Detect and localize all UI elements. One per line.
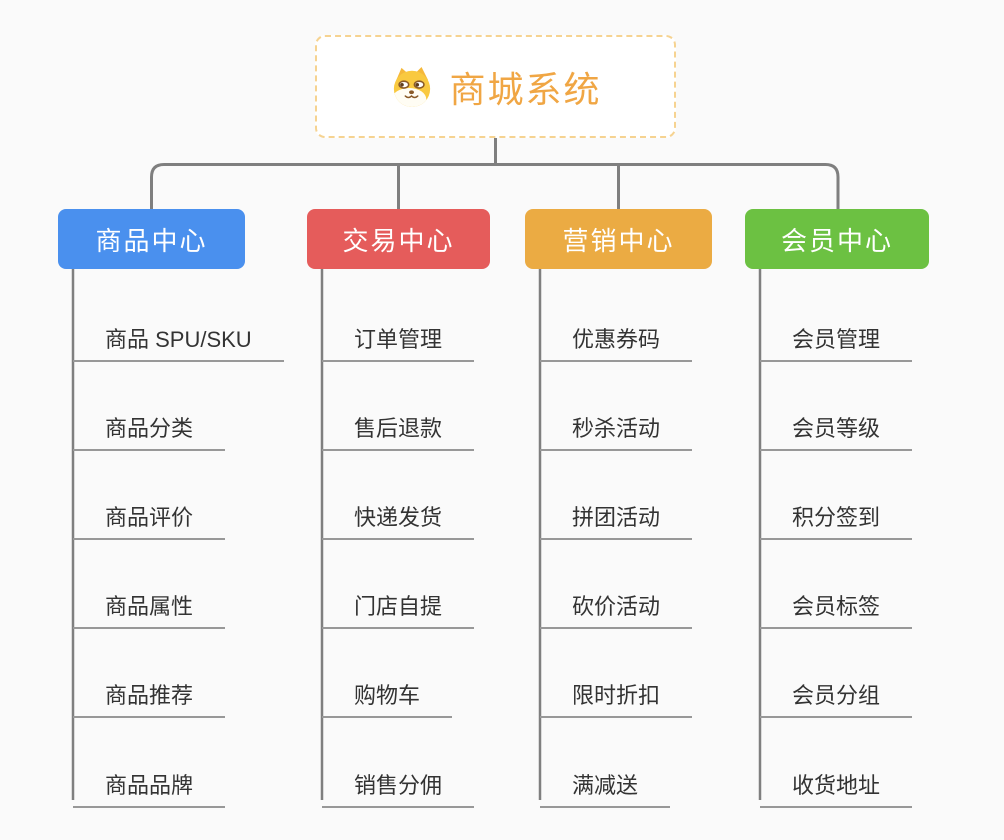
- topic-item[interactable]: 优惠券码: [540, 310, 693, 362]
- topic-item[interactable]: 商品评价: [73, 488, 226, 540]
- topic-item[interactable]: 销售分佣: [322, 756, 475, 808]
- topic-item[interactable]: 会员等级: [760, 399, 913, 451]
- topic-item[interactable]: 门店自提: [322, 577, 475, 629]
- topic-item[interactable]: 商品分类: [73, 399, 226, 451]
- topic-item[interactable]: 限时折扣: [540, 666, 693, 718]
- topic-item[interactable]: 订单管理: [322, 310, 475, 362]
- branch-label: 交易中心: [342, 225, 455, 256]
- topic-item[interactable]: 会员分组: [760, 666, 913, 718]
- branch-label: 营销中心: [562, 225, 675, 256]
- branch-node-trade-center[interactable]: 交易中心: [307, 209, 490, 269]
- shiba-dog-icon: [394, 66, 431, 107]
- topic-item[interactable]: 商品推荐: [73, 666, 226, 718]
- topic-item[interactable]: 拼团活动: [540, 488, 693, 540]
- topic-item[interactable]: 会员管理: [760, 310, 913, 362]
- topic-item[interactable]: 商品品牌: [73, 756, 226, 808]
- topic-item[interactable]: 收货地址: [760, 756, 913, 808]
- branch-label: 会员中心: [780, 225, 893, 256]
- topic-item[interactable]: 购物车: [322, 666, 453, 718]
- topic-item[interactable]: 会员标签: [760, 577, 913, 629]
- root-title: 商城系统: [449, 68, 602, 110]
- topic-item[interactable]: 售后退款: [322, 399, 475, 451]
- topic-item[interactable]: 商品 SPU/SKU: [73, 310, 284, 362]
- branch-node-product-center[interactable]: 商品中心: [58, 209, 245, 269]
- topic-item[interactable]: 砍价活动: [540, 577, 693, 629]
- topic-item[interactable]: 积分签到: [760, 488, 913, 540]
- topic-item[interactable]: 秒杀活动: [540, 399, 693, 451]
- branch-node-member-center[interactable]: 会员中心: [745, 209, 929, 269]
- root-node[interactable]: 商城系统: [315, 35, 676, 138]
- topic-item[interactable]: 商品属性: [73, 577, 226, 629]
- branch-label: 商品中心: [95, 225, 208, 256]
- topic-item[interactable]: 快递发货: [322, 488, 475, 540]
- topic-item[interactable]: 满减送: [540, 756, 671, 808]
- branch-node-marketing-center[interactable]: 营销中心: [525, 209, 712, 269]
